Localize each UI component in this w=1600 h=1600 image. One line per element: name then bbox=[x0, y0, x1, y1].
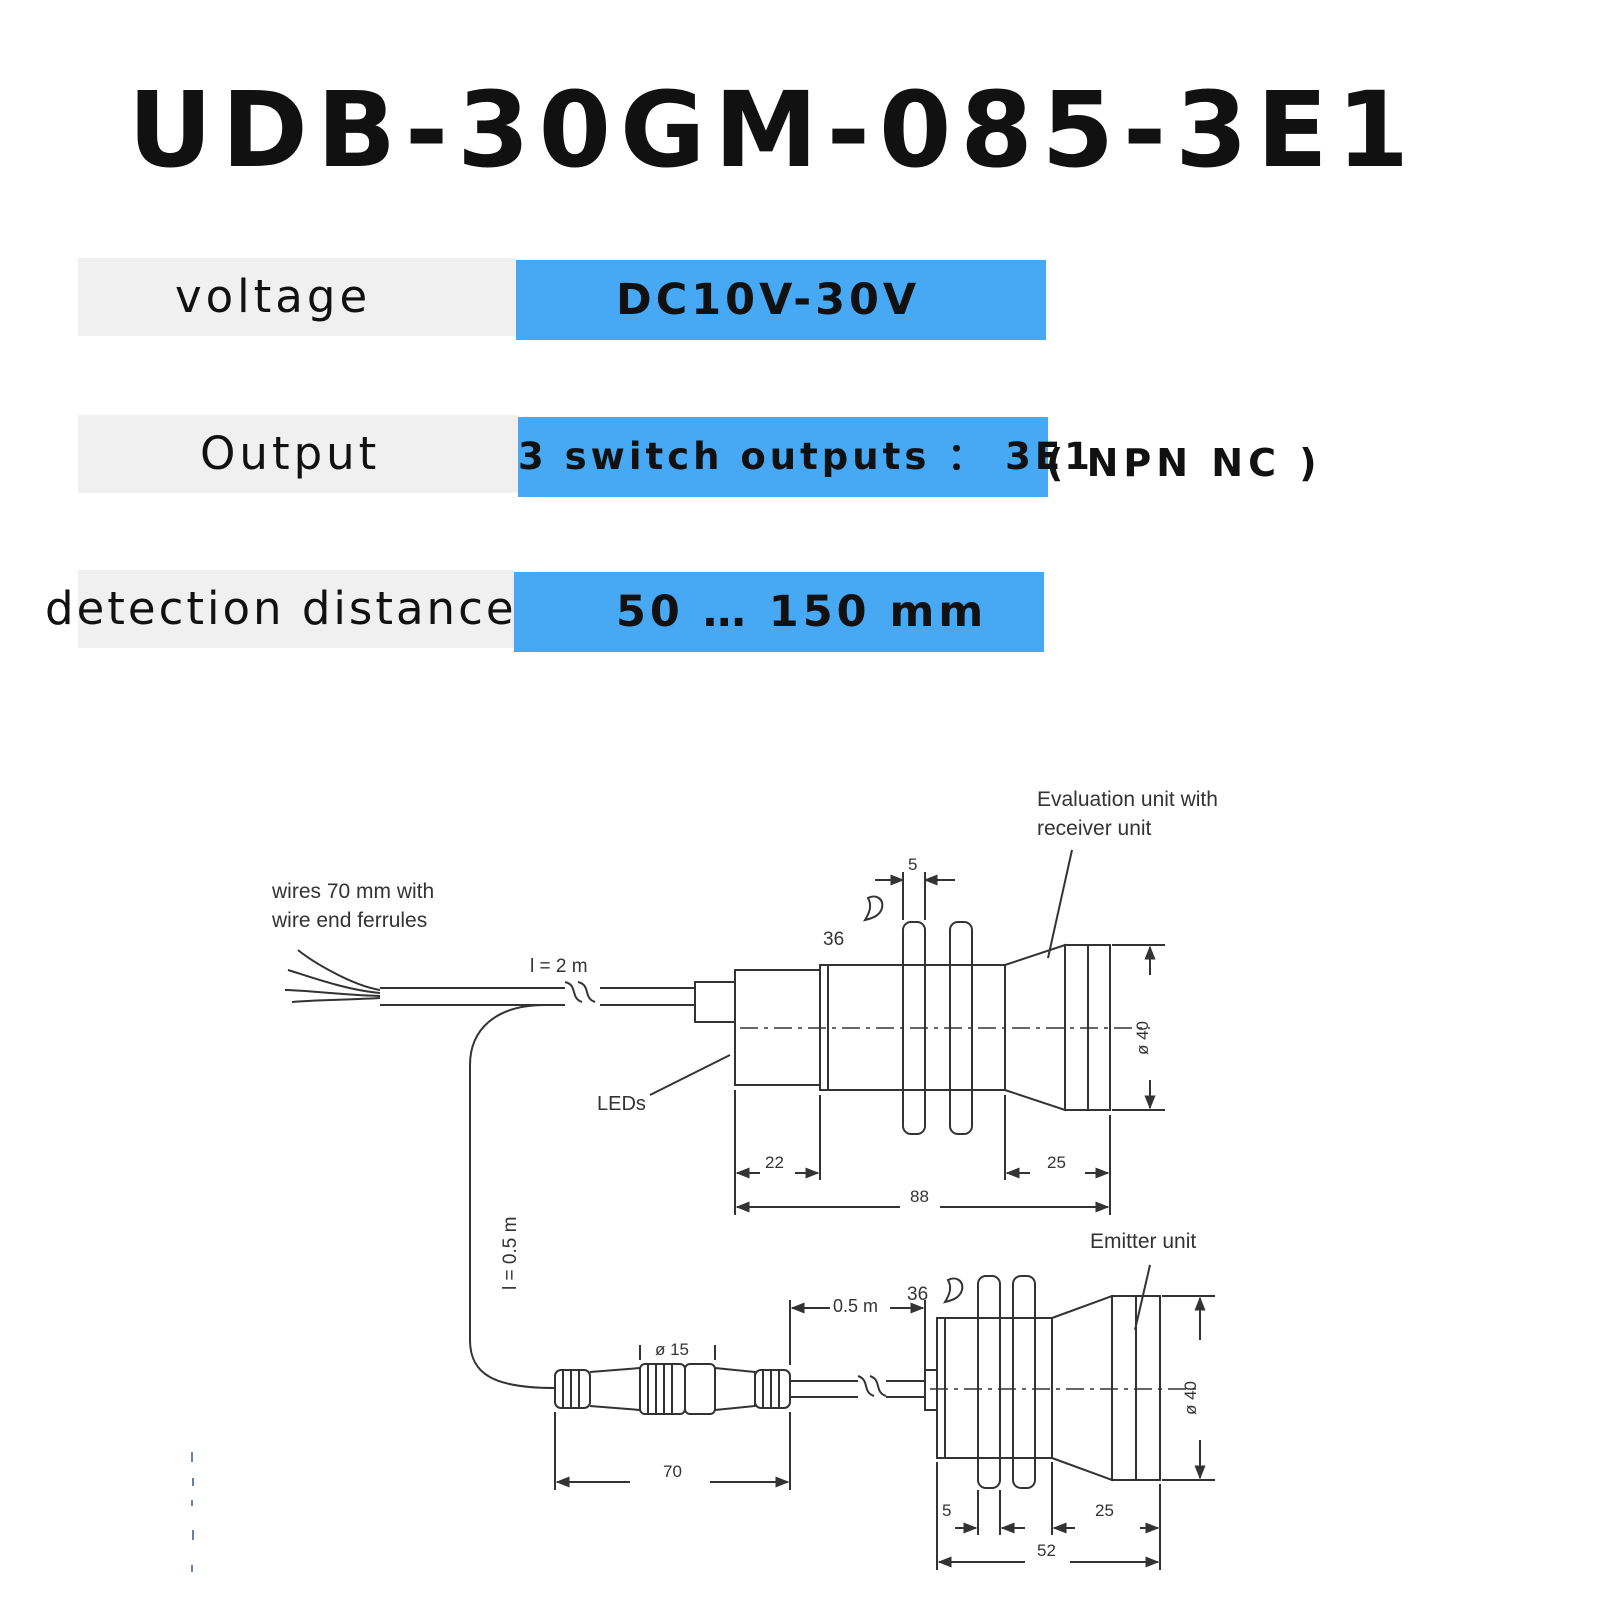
cable-length-loop: l = 0.5 m bbox=[500, 1217, 521, 1290]
output-label: Output bbox=[200, 427, 381, 480]
product-title: UDB-30GM-085-3E1 bbox=[128, 69, 1418, 191]
output-value: 3 switch outputs ： 3E1 bbox=[518, 435, 1094, 478]
nut-bottom-1 bbox=[977, 1275, 1001, 1489]
voltage-value: DC10V-30V bbox=[616, 275, 921, 325]
distance-value: 50 … 150 mm bbox=[616, 587, 988, 637]
nut-bottom-2 bbox=[1012, 1275, 1036, 1489]
head-flare-bottom bbox=[1051, 1294, 1113, 1482]
dim-connector-dia: ø 15 bbox=[655, 1340, 689, 1359]
voltage-label: voltage bbox=[175, 270, 372, 323]
dim-wrench-bottom: 36 bbox=[907, 1284, 928, 1305]
margin-marks bbox=[191, 1452, 194, 1572]
cable-gland-bottom bbox=[924, 1369, 938, 1411]
cable-top bbox=[380, 981, 695, 1006]
wire-ferrules bbox=[284, 949, 381, 1003]
dim-88: 88 bbox=[910, 1187, 929, 1206]
wires-label-2: wire end ferrules bbox=[271, 909, 427, 932]
evaluation-unit-label-1: Evaluation unit with bbox=[1037, 788, 1218, 811]
dim-22: 22 bbox=[765, 1153, 784, 1172]
dim-diameter-top: ø 40 bbox=[1133, 1021, 1152, 1055]
spec-value-output: 3 switch outputs ： 3E1 bbox=[518, 417, 1090, 497]
dim-25-top: 25 bbox=[1047, 1153, 1066, 1172]
dim-5-bottom: 5 bbox=[942, 1501, 951, 1520]
leds-label: LEDs bbox=[597, 1093, 646, 1115]
spec-value-voltage: DC10V-30V bbox=[516, 260, 1046, 340]
threaded-body-bottom bbox=[936, 1317, 1053, 1459]
dim-52: 52 bbox=[1037, 1541, 1056, 1560]
spec-label-voltage: voltage bbox=[78, 258, 516, 336]
spec-label-output: Output bbox=[78, 415, 518, 493]
cable-gland-top bbox=[694, 981, 736, 1023]
spec-value-distance: 50 … 150 mm bbox=[514, 572, 1044, 652]
dim-diameter-bottom: ø 40 bbox=[1181, 1381, 1200, 1415]
dim-25-bottom: 25 bbox=[1095, 1501, 1114, 1520]
dim-70: 70 bbox=[663, 1462, 682, 1481]
loop-cable bbox=[469, 1004, 556, 1389]
spec-label-distance: detection distance bbox=[45, 570, 514, 648]
evaluation-unit-label-2: receiver unit bbox=[1037, 817, 1152, 840]
dim-wrench-top: 36 bbox=[823, 929, 844, 950]
distance-label: detection distance bbox=[45, 582, 517, 635]
dim-cable-05: 0.5 m bbox=[833, 1296, 878, 1316]
wires-label-1: wires 70 mm with bbox=[271, 880, 434, 903]
output-suffix: ( NPN NC ) bbox=[1046, 441, 1322, 485]
m12-connector bbox=[554, 1363, 791, 1415]
dim-nut-width-top: 5 bbox=[908, 855, 917, 874]
emitter-label: Emitter unit bbox=[1090, 1230, 1196, 1253]
cable-length-top: l = 2 m bbox=[530, 956, 588, 977]
